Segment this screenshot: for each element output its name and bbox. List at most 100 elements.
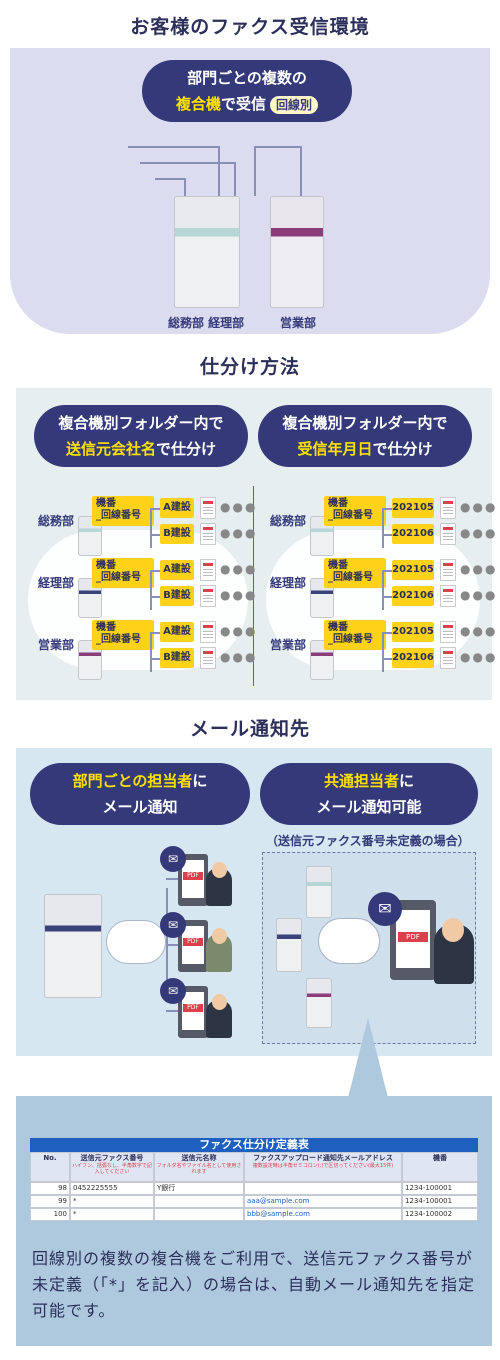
tree-branch — [382, 658, 394, 660]
connector — [140, 162, 236, 164]
pdf-document-icon — [440, 523, 456, 545]
dept-label: 営業部 — [270, 638, 307, 652]
mail-icon: ✉ — [160, 912, 186, 938]
right-sort-pill: 複合機別フォルダー内で 受信年月日で仕分け — [258, 405, 472, 467]
sub-folder: A建設 — [160, 498, 194, 518]
dept-label-right: 営業部 — [280, 316, 317, 330]
table-cell: 1234-100002 — [402, 1208, 478, 1221]
machine-folder: 機番_回線番号 — [92, 496, 154, 526]
folder-line2: _回線番号 — [96, 572, 141, 583]
pill-text: で受信 — [220, 95, 266, 113]
tree-branch — [150, 570, 162, 572]
tree-line — [382, 570, 384, 610]
table-cell: * — [70, 1195, 154, 1208]
tree-line — [150, 570, 152, 610]
right-pill-text: で仕分け — [372, 440, 433, 458]
folder-line1: 機番 — [96, 498, 116, 509]
pdf-document-icon — [200, 585, 216, 607]
tree-branch — [150, 632, 162, 634]
machine-folder: 機番_回線番号 — [324, 496, 386, 526]
mail-icon: ✉ — [368, 892, 402, 926]
sub-folder: 202106 — [392, 524, 434, 544]
cloud-icon — [106, 920, 166, 964]
branch-line — [166, 878, 178, 880]
dept-label: 営業部 — [38, 638, 75, 652]
dept-label: 経理部 — [38, 576, 75, 590]
folder-line1: 機番 — [96, 560, 116, 571]
definition-table: ファクス仕分け定義表 No.送信元ファクス番号ハイフン、括弧なし、半角数字で記入… — [30, 1138, 478, 1221]
section3-title: メール通知先 — [189, 718, 310, 740]
more-icon: ●●● — [460, 562, 498, 576]
table-cell: 99 — [30, 1195, 70, 1208]
more-icon: ●●● — [460, 650, 498, 664]
table-panel — [16, 1096, 492, 1346]
person-face — [212, 928, 227, 944]
machine-folder: 機番_回線番号 — [92, 620, 154, 650]
section1-title: お客様のファクス受信環境 — [130, 16, 370, 38]
folder-line2: _回線番号 — [96, 634, 141, 645]
pdf-document-icon — [440, 621, 456, 643]
divider — [253, 486, 254, 686]
pdf-badge: PDF — [183, 938, 203, 946]
table-title: ファクス仕分け定義表 — [30, 1138, 478, 1152]
table-cell — [244, 1182, 402, 1195]
sub-folder: 202105 — [392, 560, 434, 580]
left-mail-pill: 部門ごとの担当者に メール通知 — [30, 763, 250, 825]
section1-pill: 部門ごとの複数の 複合機で受信回線別 — [142, 60, 352, 122]
folder-line1: 機番 — [96, 622, 116, 633]
right-mail-pill: 共通担当者に メール通知可能 — [260, 763, 478, 825]
table-header-cell: ファクスアップロード通知先メールアドレス複数設定時は半角セミコロン(;)で区切っ… — [244, 1152, 402, 1182]
machine-folder: 機番_回線番号 — [324, 558, 386, 588]
header-label: 機番 — [433, 1154, 447, 1162]
mfp-icon — [78, 640, 102, 680]
folder-line1: 機番 — [328, 560, 348, 571]
right-pill-line1: 複合機別フォルダー内で — [282, 414, 448, 432]
pdf-badge: PDF — [183, 1004, 203, 1012]
right-mail-line2: メール通知可能 — [316, 798, 422, 816]
table-cell — [154, 1195, 244, 1208]
table-cell: * — [70, 1208, 154, 1221]
pdf-document-icon — [440, 647, 456, 669]
connector — [234, 162, 236, 196]
pill-line1: 部門ごとの複数の — [187, 69, 307, 87]
tree-branch — [150, 596, 162, 598]
mfp-green-icon — [174, 196, 240, 308]
tree-line — [150, 508, 152, 548]
sub-folder: B建設 — [160, 524, 194, 544]
table-cell — [154, 1208, 244, 1221]
cloud-icon — [318, 918, 380, 964]
right-mail-highlight: 共通担当者 — [323, 772, 399, 790]
connector — [254, 146, 302, 148]
left-mail-highlight: 部門ごとの担当者 — [72, 772, 193, 790]
left-sort-pill: 複合機別フォルダー内で 送信元会社名で仕分け — [34, 405, 248, 467]
person-face — [442, 918, 464, 942]
mfp-green-icon — [306, 866, 332, 918]
mfp-icon — [78, 516, 102, 556]
header-note: ハイフン、括弧なし、半角数字で記入してください — [72, 1163, 152, 1175]
footer-text: 回線別の複数の複合機をご利用で、送信元ファクス番号が未定義（「*」を記入）の場合… — [32, 1249, 476, 1320]
table-header-cell: No. — [30, 1152, 70, 1182]
tree-branch — [382, 596, 394, 598]
more-icon: ●●● — [220, 562, 258, 576]
mfp-purple-icon — [306, 978, 332, 1028]
folder-line1: 機番 — [328, 498, 348, 509]
sub-folder: 202106 — [392, 648, 434, 668]
connector — [300, 146, 302, 196]
sub-folder: B建設 — [160, 648, 194, 668]
connector — [128, 146, 220, 148]
table-header-cell: 送信元ファクス番号ハイフン、括弧なし、半角数字で記入してください — [70, 1152, 154, 1182]
callout-arrow — [348, 1018, 388, 1098]
folder-line1: 機番 — [328, 622, 348, 633]
pdf-document-icon — [440, 559, 456, 581]
tree-branch — [382, 632, 394, 634]
connector — [218, 146, 220, 196]
pdf-document-icon — [200, 647, 216, 669]
dept-label-left: 総務部 経理部 — [168, 316, 245, 330]
tree-branch — [150, 658, 162, 660]
table-cell: 100 — [30, 1208, 70, 1221]
more-icon: ●●● — [460, 526, 498, 540]
tree-branch — [150, 534, 162, 536]
folder-line2: _回線番号 — [328, 634, 373, 645]
